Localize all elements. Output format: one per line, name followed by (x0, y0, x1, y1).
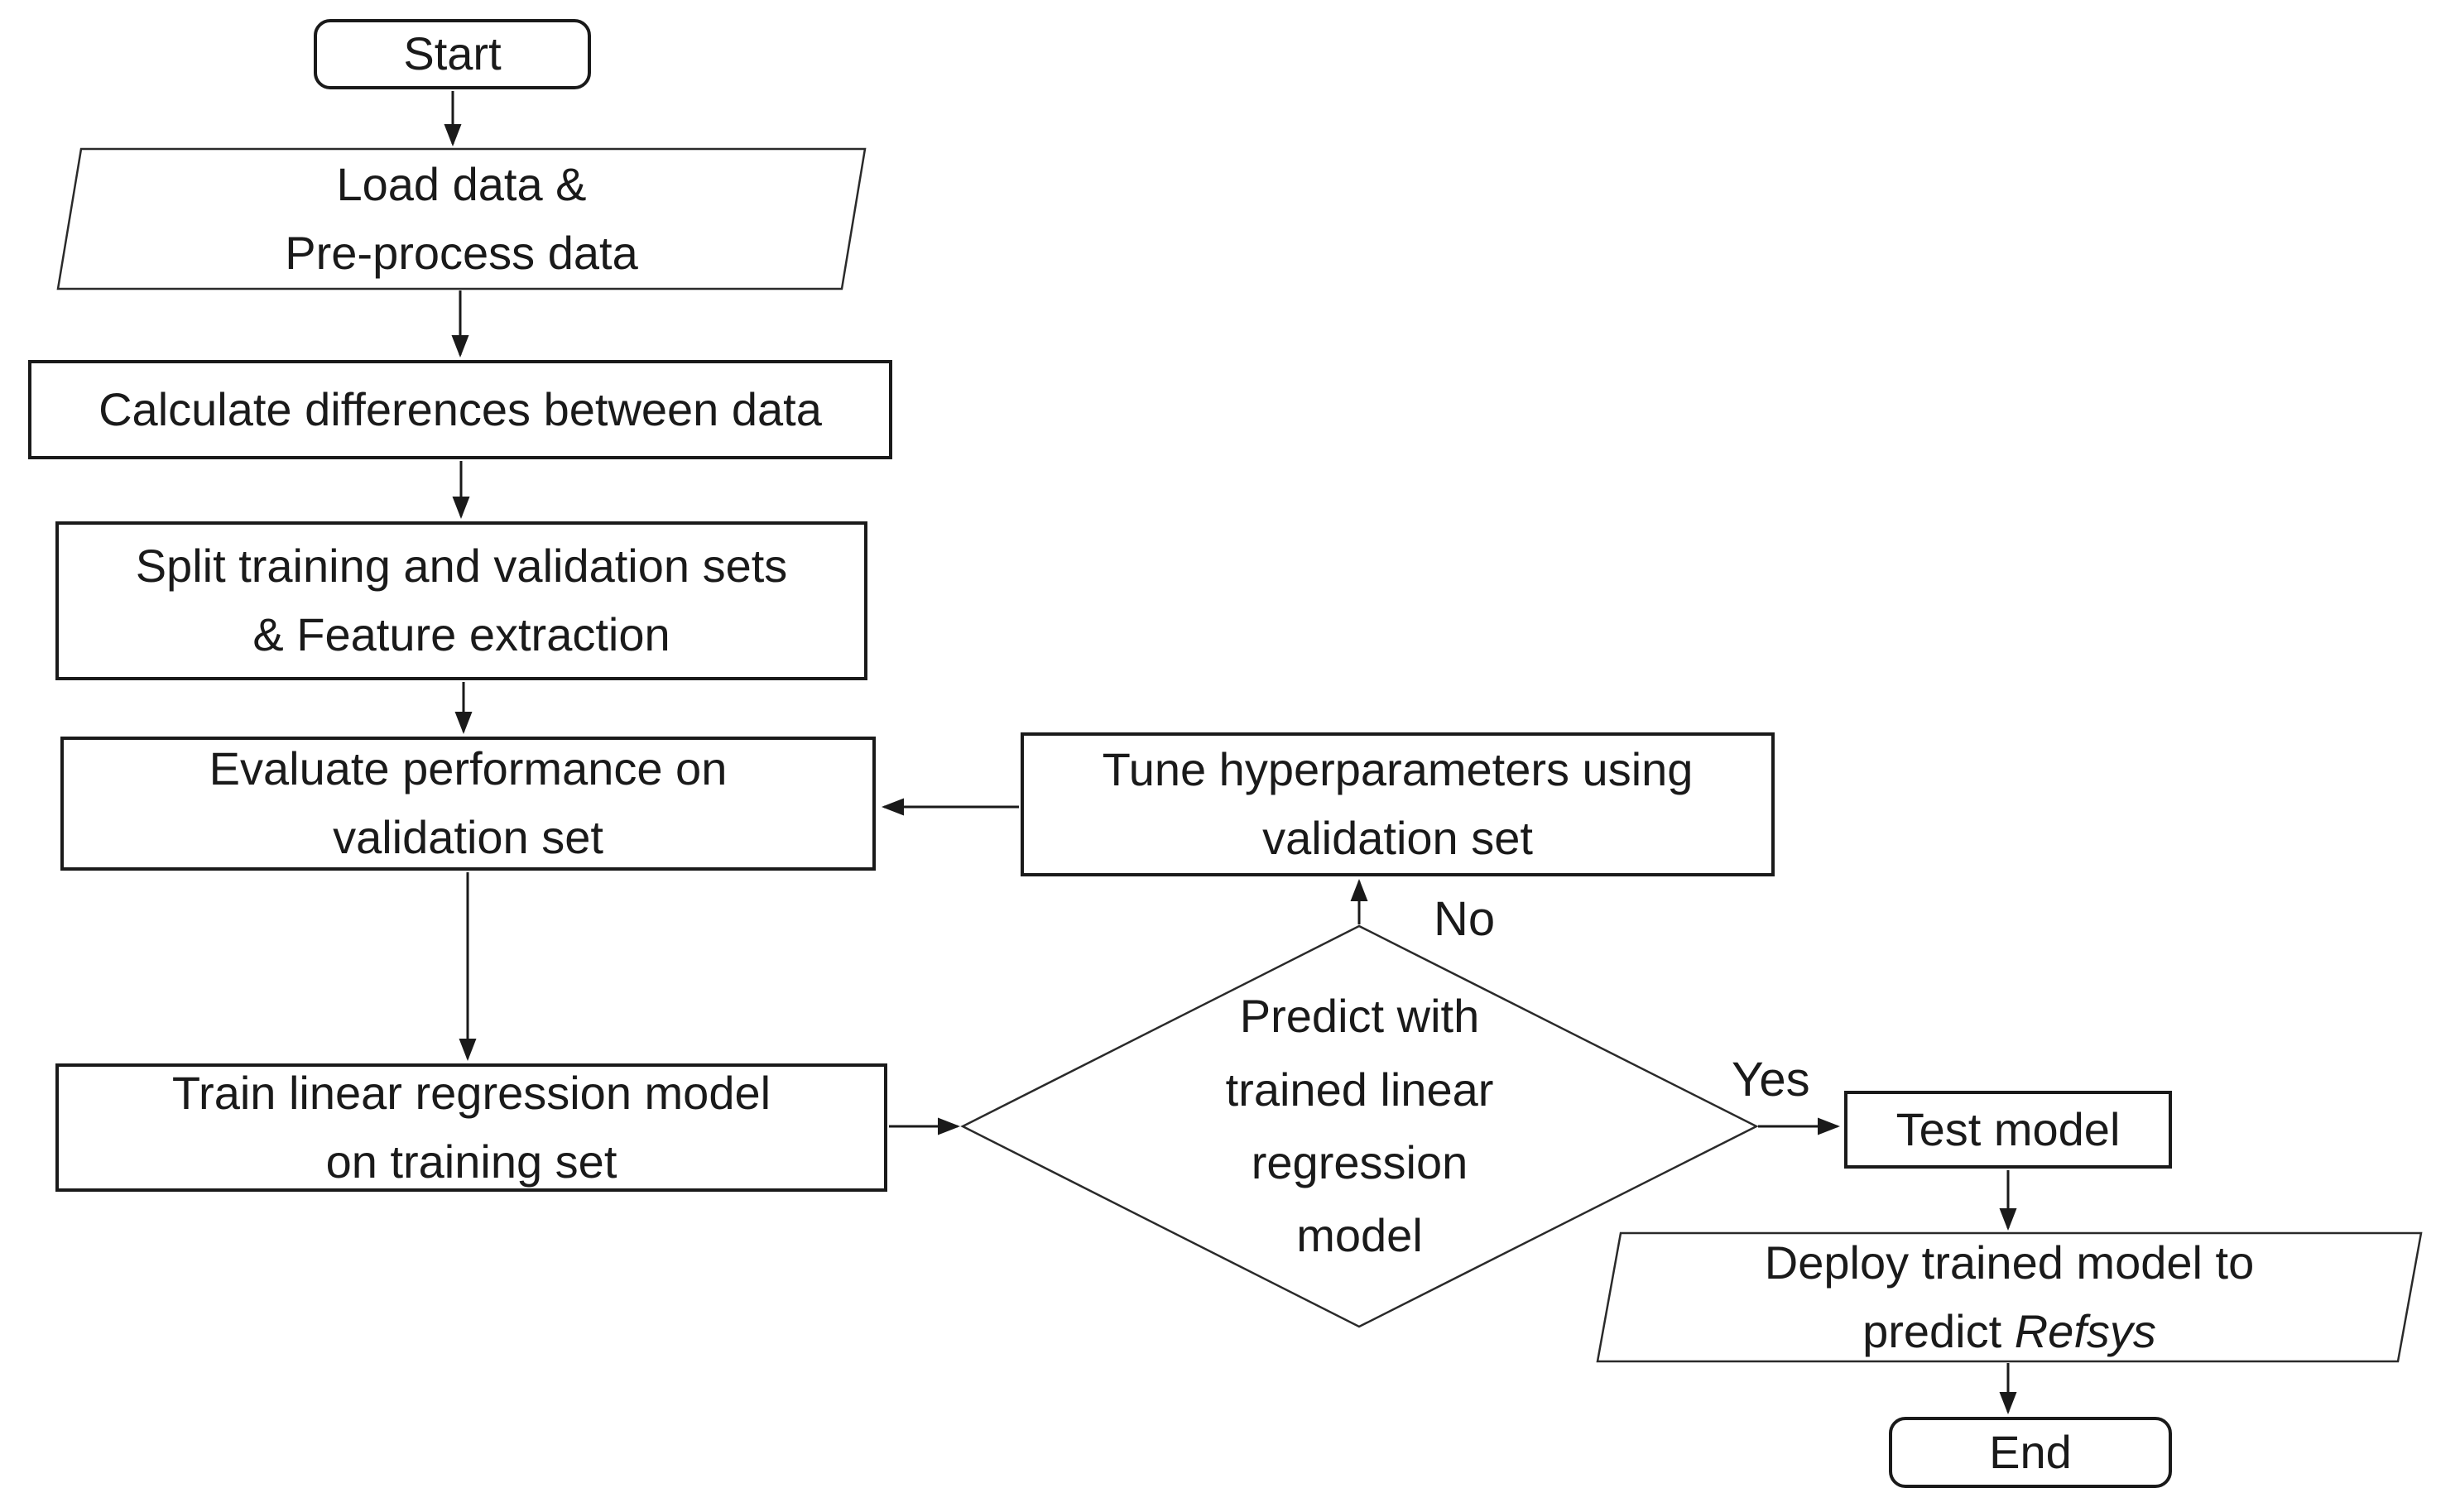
flowchart-node-test-model: Test model (1844, 1091, 2172, 1169)
flowchart-node-split-sets: Split training and validation sets & Fea… (55, 521, 867, 680)
deploy-model-refsys: Refsys (2014, 1304, 2156, 1357)
flowchart-node-train-model: Train linear regression model on trainin… (55, 1063, 887, 1192)
evaluate-performance-line1: Evaluate performance on (209, 742, 728, 795)
flowchart-node-calculate-differences: Calculate differences between data (28, 360, 892, 459)
evaluate-performance-line2: validation set (333, 811, 603, 863)
decision-line1: Predict with (1239, 990, 1480, 1043)
edge-label-yes: Yes (1732, 1053, 1810, 1106)
flowchart-node-load-data: Load data & Pre-process data (58, 149, 865, 289)
decision-line3: regression (1251, 1136, 1468, 1188)
flowchart-node-end: End (1889, 1417, 2172, 1488)
load-data-parallelogram-outline (56, 147, 867, 290)
split-sets-line2: & Feature extraction (252, 608, 670, 660)
flowchart-node-deploy-model: Deploy trained model to predict Refsys (1598, 1233, 2421, 1361)
test-model-label: Test model (1895, 1102, 2121, 1155)
deploy-model-line2-prefix: predict (1862, 1304, 2015, 1357)
train-model-line1: Train linear regression model (171, 1066, 771, 1119)
decision-line4: model (1296, 1209, 1423, 1262)
decision-line2: trained linear (1225, 1063, 1494, 1116)
flowchart-node-start: Start (314, 19, 591, 89)
load-data-line1: Load data & (336, 157, 587, 210)
deploy-model-line1: Deploy trained model to (1764, 1236, 2255, 1289)
flowchart-node-tune-hyperparameters: Tune hyperparameters using validation se… (1021, 732, 1775, 876)
end-label: End (1989, 1425, 2072, 1478)
train-model-line2: on training set (325, 1135, 617, 1188)
decision-diamond-outline (960, 924, 1759, 1328)
split-sets-line1: Split training and validation sets (135, 540, 788, 593)
deploy-parallelogram-outline (1596, 1231, 2423, 1363)
flowchart-node-evaluate-performance: Evaluate performance on validation set (60, 737, 876, 871)
edge-label-no: No (1434, 892, 1496, 946)
deploy-model-line2: predict Refsys (1862, 1298, 2156, 1366)
tune-hyperparameters-line2: validation set (1262, 812, 1533, 864)
tune-hyperparameters-line1: Tune hyperparameters using (1102, 743, 1694, 796)
start-label: Start (403, 27, 502, 80)
calculate-differences-label: Calculate differences between data (98, 382, 822, 435)
flowchart-node-decision-predict: Predict with trained linear regression m… (963, 926, 1756, 1327)
load-data-line2: Pre-process data (285, 226, 638, 279)
